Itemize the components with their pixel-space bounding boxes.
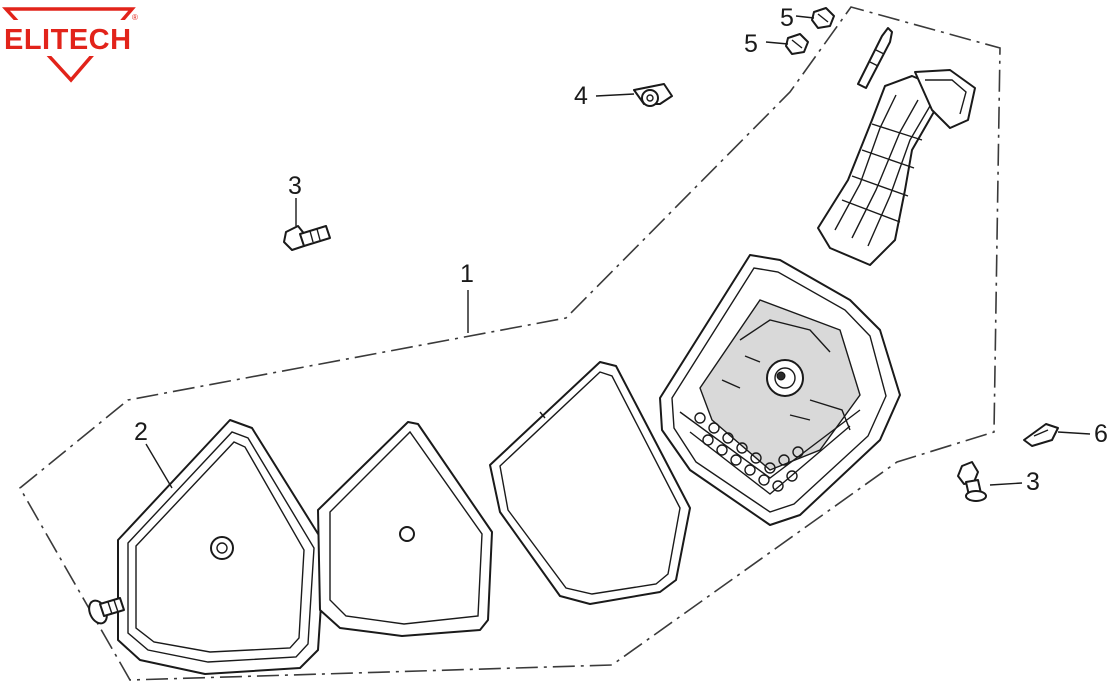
callout-4: 4 — [574, 82, 588, 110]
bolt-part-right — [957, 461, 987, 502]
callout-5-upper: 5 — [780, 4, 794, 32]
leader-line-5b — [765, 41, 789, 45]
intake-hose-part — [817, 69, 976, 266]
leader-line-6 — [1057, 431, 1091, 435]
callout-5-lower: 5 — [744, 30, 758, 58]
nut-part-upper — [811, 7, 835, 29]
bolt-part-upper — [283, 225, 331, 251]
spring-clip-part — [1023, 423, 1059, 447]
leader-line-2 — [145, 443, 173, 489]
logo-registered-mark: ® — [132, 13, 138, 22]
elbow-fitting-part — [633, 83, 673, 107]
paper-filter-element — [489, 361, 691, 605]
callout-2: 2 — [134, 418, 148, 446]
callout-6: 6 — [1094, 420, 1108, 448]
cover-screw — [88, 597, 125, 625]
logo-text: ELITECH — [4, 24, 132, 56]
nut-part-lower — [785, 33, 809, 55]
callout-3-upper: 3 — [288, 172, 302, 200]
leader-line-4 — [595, 93, 635, 97]
filter-cover-part — [117, 419, 326, 675]
leader-line-5a — [795, 15, 815, 19]
leader-line-3b — [989, 482, 1023, 486]
hose-clip-part — [857, 27, 893, 89]
housing-vent-holes — [694, 412, 804, 492]
elitech-logo: ELITECH ® — [2, 7, 138, 83]
filter-housing-part — [659, 254, 901, 526]
callout-3-right: 3 — [1026, 468, 1040, 496]
callout-1: 1 — [460, 260, 474, 288]
foam-prefilter-part — [317, 421, 493, 637]
assembly-boundary-dashed — [18, 6, 1001, 681]
